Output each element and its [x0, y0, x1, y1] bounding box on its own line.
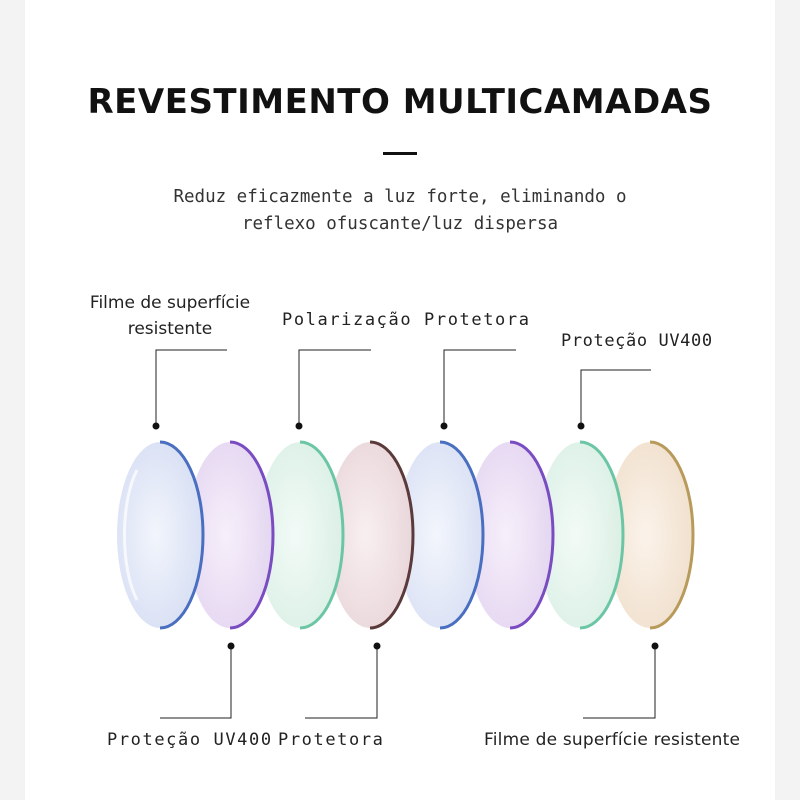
- callout-dots-bottom: [227, 642, 659, 650]
- label-bottom-uv400: Proteção UV400: [107, 730, 273, 750]
- callout-lines-top: [155, 349, 651, 426]
- lens-5: [397, 440, 485, 630]
- label-bottom-surface-film: Filme de superfície resistente: [484, 730, 741, 750]
- label-bottom-protective: Protetora: [278, 730, 385, 750]
- lens-7: [537, 440, 625, 630]
- lens-layers-diagram: [117, 349, 695, 719]
- callout-dots-top: [152, 422, 585, 430]
- lens-1: [117, 440, 205, 630]
- infographic-panel: REVESTIMENTO MULTICAMADAS Reduz eficazme…: [25, 0, 775, 800]
- label-top-surface-film-line-2: resistente: [127, 319, 213, 339]
- lens-4: [327, 440, 415, 630]
- callout-lines-bottom: [160, 646, 656, 719]
- page-title: REVESTIMENTO MULTICAMADAS: [87, 82, 713, 122]
- lens-6: [467, 440, 555, 630]
- subtitle-line-2: reflexo ofuscante/luz dispersa: [241, 214, 559, 234]
- label-top-uv400: Proteção UV400: [561, 331, 713, 351]
- label-top-polarization: Polarização Protetora: [282, 310, 531, 330]
- lens-3: [257, 440, 345, 630]
- label-top-surface-film: Filme de superfície resistente: [80, 290, 260, 342]
- lens-8: [607, 440, 695, 630]
- title-underline: [383, 152, 417, 155]
- subtitle: Reduz eficazmente a luz forte, eliminand…: [25, 184, 775, 238]
- lens-2: [187, 440, 275, 630]
- label-top-surface-film-line-1: Filme de superfície: [89, 293, 251, 313]
- subtitle-line-1: Reduz eficazmente a luz forte, eliminand…: [173, 187, 627, 207]
